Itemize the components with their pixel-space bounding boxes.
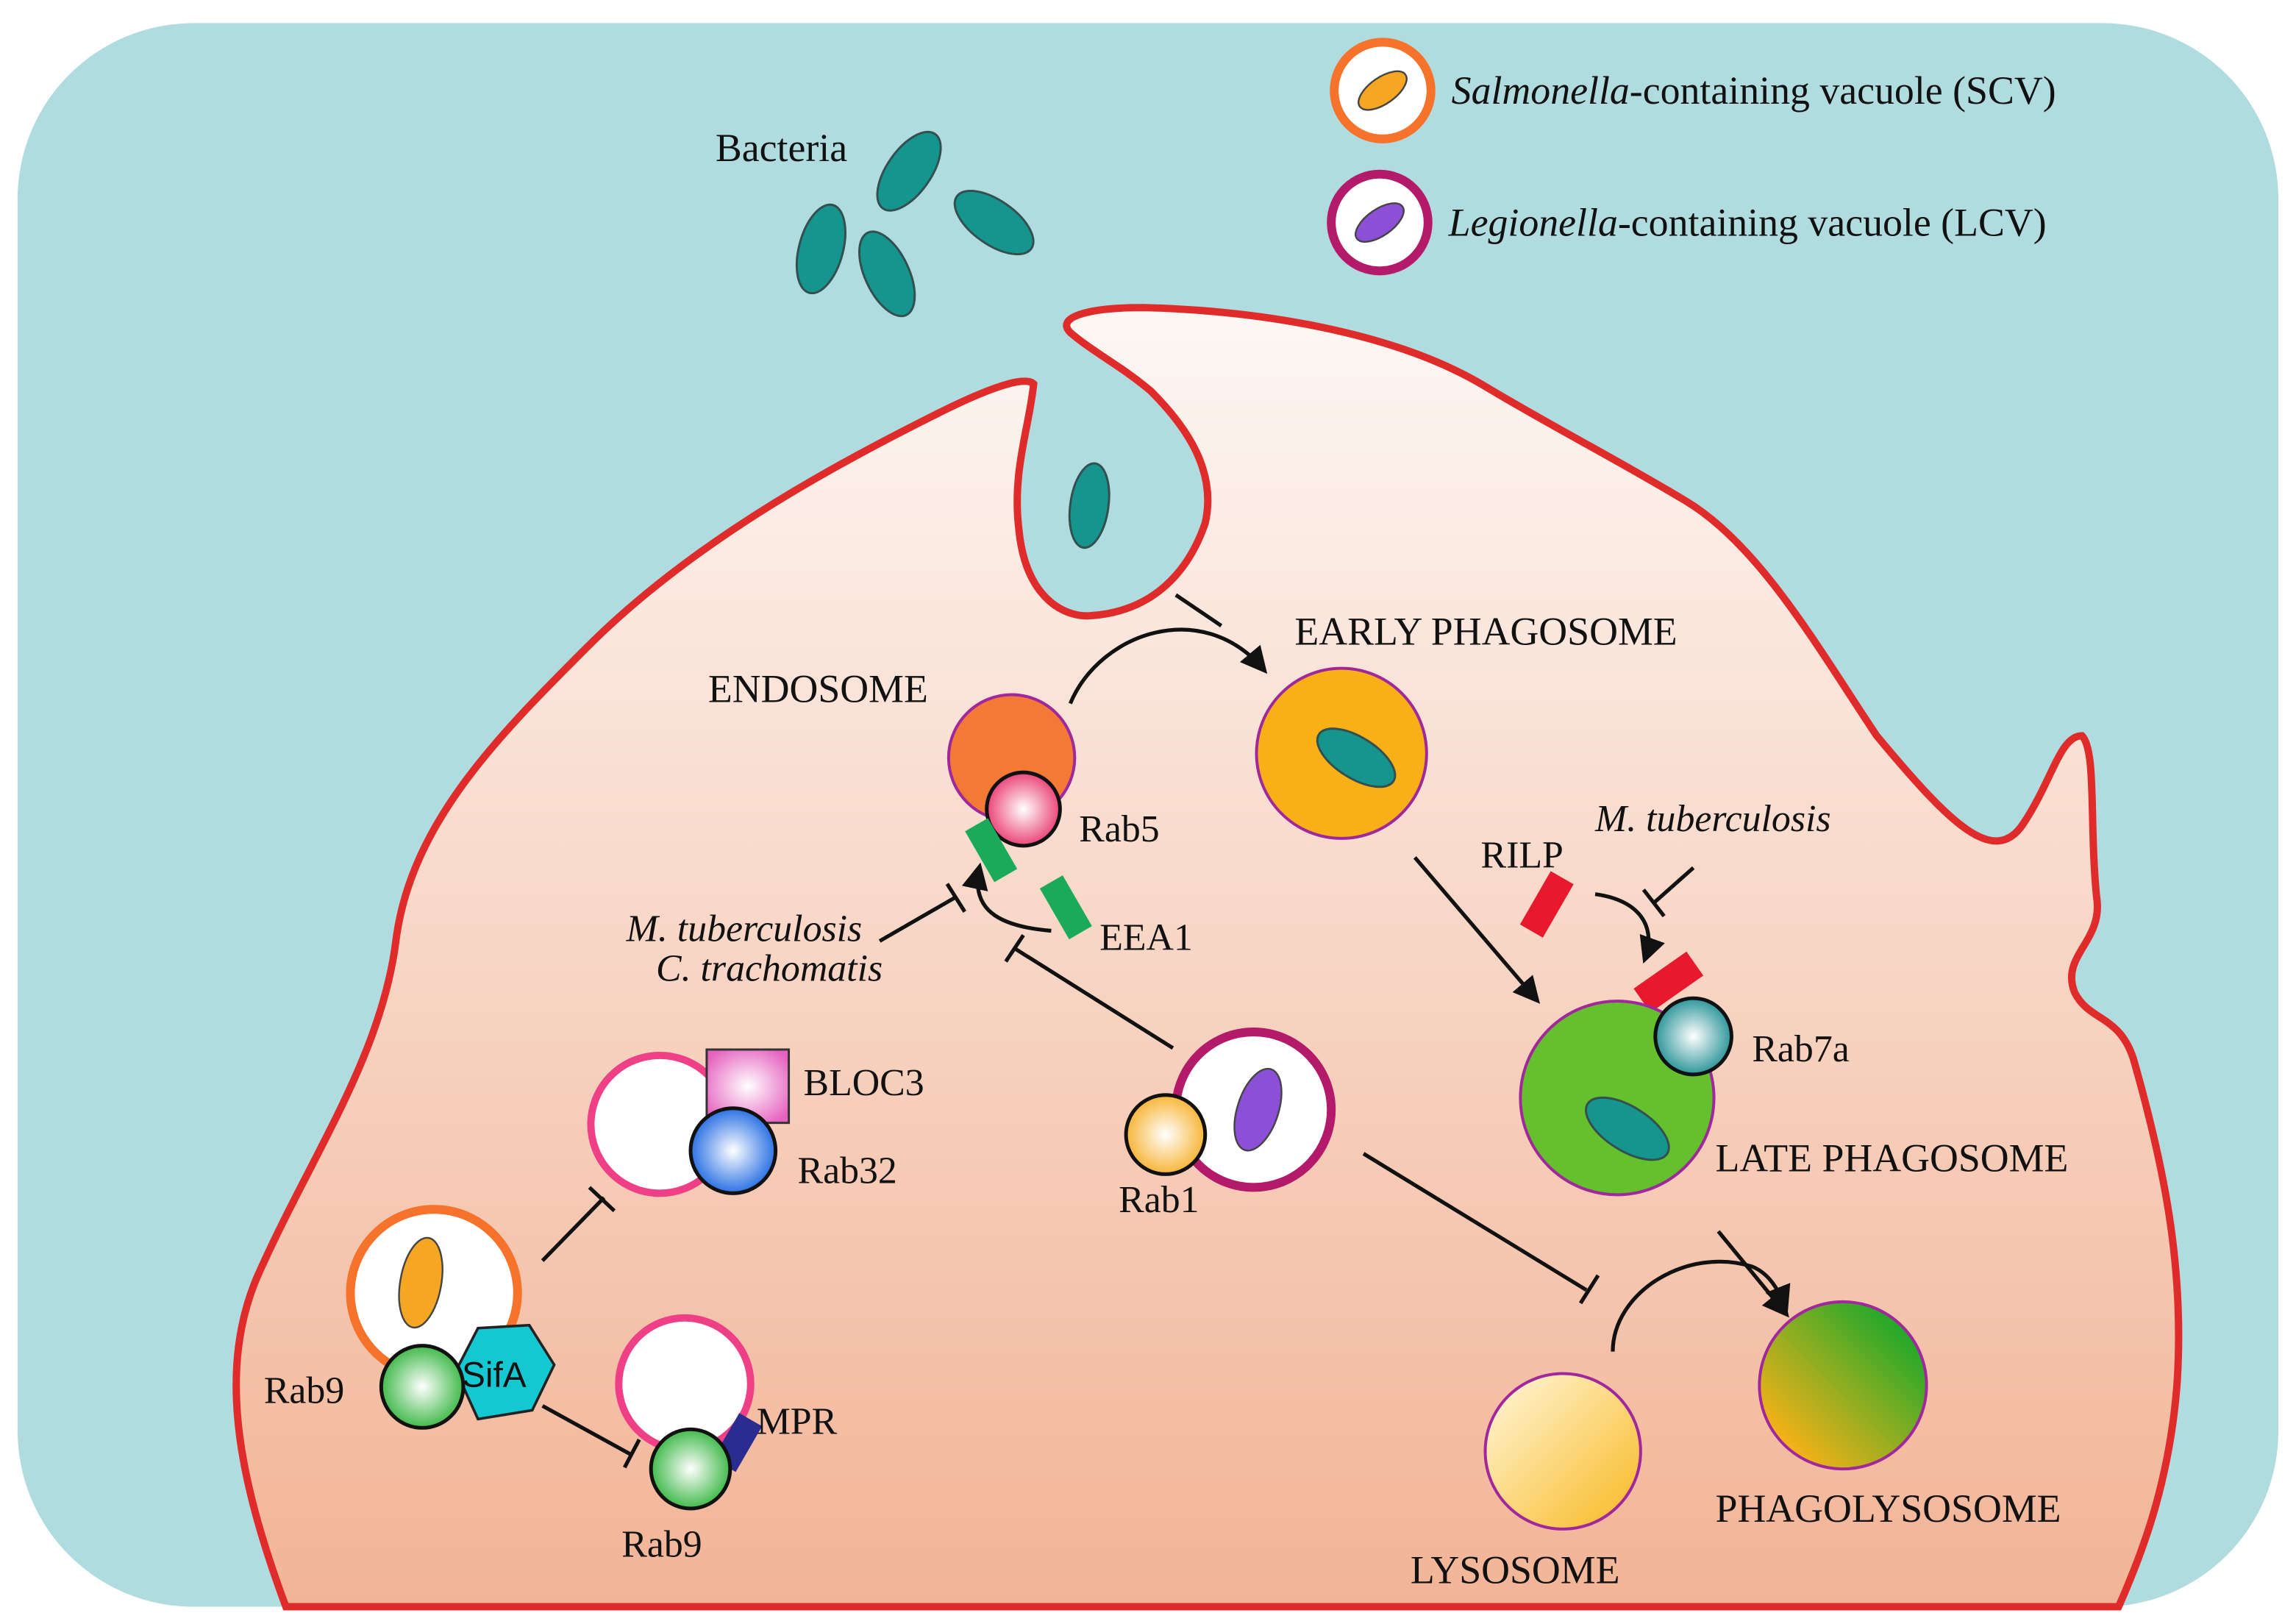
lysosome-label: LYSOSOME [1411,1548,1620,1592]
rilp-recruitment-arrow [1594,892,1665,964]
legend-scv-label: Salmonella-containing vacuole (SCV) [1452,68,2056,113]
bacterium [795,203,846,295]
mpr-label: MPR [757,1400,838,1442]
bacterium [876,130,942,212]
bacterium [858,230,916,318]
sifa-protein [454,1323,556,1421]
eea1-protein [1039,875,1092,940]
early-phagosome-label: EARLY PHAGOSOME [1294,610,1677,654]
lcv-endosome-inhibition-line [1013,947,1174,1050]
mtb-rilp-inhibition-bar [1641,888,1666,918]
rab32-label: Rab32 [798,1150,897,1192]
m-tuberculosis-right-label: M. tuberculosis [1594,798,1831,840]
late-phagosome-label: LATE PHAGOSOME [1716,1136,2069,1180]
mtb-ctrach-inhibition-line [878,895,958,943]
bacteria-cluster [795,130,1035,318]
bacterium [953,189,1035,256]
legend-lcv-icon [1327,169,1433,276]
legend: Salmonella-containing vacuole (SCV) Legi… [1327,38,2056,276]
rab9-protein-mpr [649,1427,732,1511]
eea1-protein [965,818,1018,883]
rab5-label: Rab5 [1079,808,1159,850]
internalizing-bacterium [1068,462,1110,549]
legend-scv-icon [1330,38,1436,143]
legionella-bacterium [1233,1067,1283,1152]
scv-rab32-inhibition-line [541,1196,606,1262]
rab1-protein [1124,1093,1208,1176]
rab7a-label: Rab7a [1752,1028,1849,1070]
mtb-rilp-inhibition-line [1653,866,1695,905]
rilp-protein-bound [1633,951,1704,1013]
endosome-to-early-phagosome-arrow [1068,627,1268,705]
legend-lcv-label: Legionella-containing vacuole (LCV) [1448,201,2047,245]
lysosome [1483,1372,1642,1531]
uptake-tick [1174,593,1223,627]
lysosome-fusion-arrow [1611,1259,1791,1352]
lcv-lysosome-inhibition-line [1362,1152,1588,1292]
scv-rab9-inhibition-line [541,1404,632,1456]
phagolysosome-label: PHAGOLYSOSOME [1716,1486,2061,1531]
bloc3-label: BLOC3 [804,1062,924,1104]
rab9-bottom-label: Rab9 [621,1524,702,1566]
rab1-label: Rab1 [1119,1179,1199,1221]
rab32-protein [688,1106,778,1195]
early-to-late-arrow [1413,856,1541,1004]
phagolysosome [1758,1300,1928,1471]
m-tuberculosis-left-label: M. tuberculosis [626,908,863,950]
host-cell-membrane [232,304,2183,1611]
endosome-label: ENDOSOME [708,666,928,710]
c-trachomatis-label: C. trachomatis [656,947,883,989]
rilp-protein [1519,871,1574,938]
rab5-protein [985,770,1062,848]
mtb-ctrach-inhibition-bar [945,883,966,913]
rilp-label: RILP [1481,835,1564,877]
bacteria-label: Bacteria [716,126,847,170]
eea1-recruitment-arrow [961,862,1052,933]
scv-rab32-inhibition-bar [588,1186,616,1213]
sifa-label: SifA [462,1356,527,1395]
eea1-label: EEA1 [1099,916,1193,958]
rab9-left-label: Rab9 [264,1370,344,1411]
phagosome-bacterium [1316,727,1397,788]
rab7a-protein [1653,996,1733,1077]
lcv-lysosome-inhibition-bar [1578,1274,1600,1305]
salmonella-bacterium [398,1236,443,1329]
rab9-protein-scv [379,1344,466,1430]
late-phagosome-bacterium [1585,1096,1670,1161]
lcv-endosome-inhibition-bar [1004,934,1025,963]
scv-rab9-inhibition-bar [622,1439,641,1469]
